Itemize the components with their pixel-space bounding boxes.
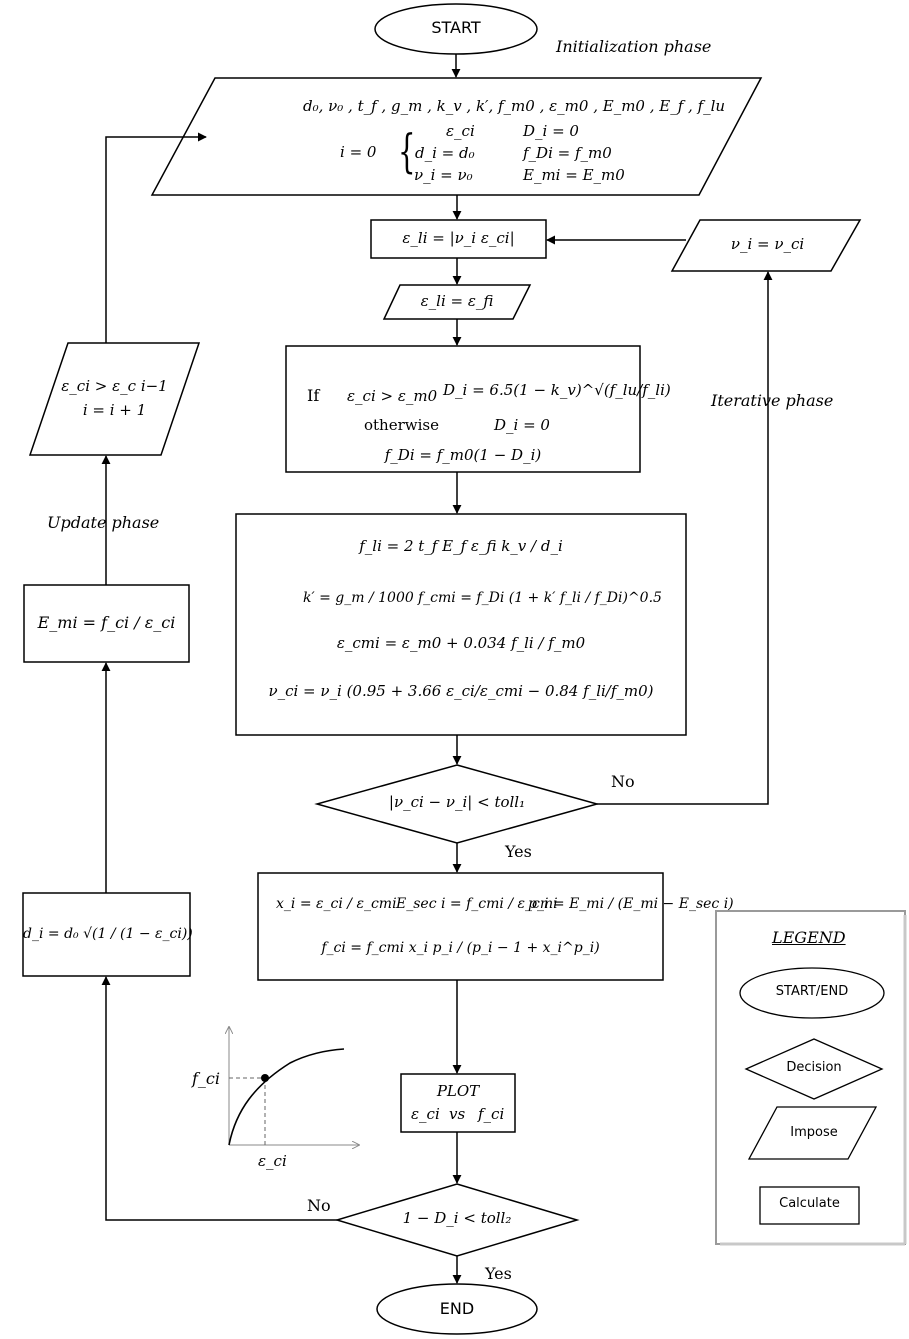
conf-kprime: k′ = g_m / 1000 <box>303 590 414 606</box>
update-phase-label: Update phase <box>47 513 160 532</box>
init-i-eq: i = 0 <box>340 143 377 161</box>
confinement-box <box>235 513 687 736</box>
init-c2-1: f_Di = f_m0 <box>523 144 612 162</box>
arrow-decision1-no-loop <box>597 271 773 805</box>
damage-formula: D_i = 6.5(1 − k_v)^√(f_lu/f_li) <box>443 381 671 399</box>
damage-cond: ε_ci > ε_m0 <box>347 387 438 405</box>
init-brace: { <box>398 124 416 178</box>
stress-fci: f_ci = f_cmi x_i p_i / (p_i − 1 + x_i^p_… <box>321 940 600 956</box>
eps-li-impose-text: ε_li = ε_fi <box>420 292 494 310</box>
damage-box <box>285 345 641 473</box>
decision1-no: No <box>611 772 635 791</box>
update-line2: i = i + 1 <box>82 401 147 419</box>
mini-plot <box>229 1027 359 1145</box>
init-c1-0: ε_ci <box>446 122 475 140</box>
plot-f: f_ci <box>478 1105 505 1123</box>
legend-title: LEGEND <box>772 928 846 947</box>
legend-diamond <box>744 1038 884 1100</box>
legend-decision: Decision <box>786 1060 842 1075</box>
decision1-yes: Yes <box>505 842 532 861</box>
stress-pi: p_i = E_mi / (E_mi − E_sec i) <box>528 896 734 912</box>
emi-text: E_mi = f_ci / ε_ci <box>37 613 176 632</box>
arrow-decision2-no-loop <box>101 976 337 1221</box>
di-box <box>22 892 191 977</box>
nu-impose-text: ν_i = ν_ci <box>730 235 805 253</box>
init-parallelogram <box>150 77 763 196</box>
legend-calculate: Calculate <box>779 1196 840 1211</box>
legend-parallelogram <box>747 1106 878 1160</box>
damage-otherwise: otherwise <box>364 416 439 434</box>
plot-eps: ε_ci <box>411 1105 440 1123</box>
init-c2-2: E_mi = E_m0 <box>523 166 625 184</box>
initialization-phase-label: Initialization phase <box>556 37 712 56</box>
init-line1: d₀, ν₀ , t_f , g_m , k_v , k′, f_m0 , ε_… <box>303 97 726 115</box>
end-label: END <box>439 1299 475 1318</box>
conf-fcmi: f_cmi = f_Di (1 + k′ f_li / f_Di)^0.5 <box>418 590 662 606</box>
damage-zero: D_i = 0 <box>494 416 550 434</box>
damage-if: If <box>307 386 320 405</box>
decision2-text: 1 − D_i < toll₂ <box>402 1209 512 1227</box>
plot-title: PLOT <box>436 1082 480 1100</box>
nu-impose-parallelogram <box>670 219 862 272</box>
plot-box <box>400 1073 516 1133</box>
emi-box <box>23 584 190 663</box>
end-ellipse <box>376 1283 538 1335</box>
legend-ellipse <box>739 967 885 1019</box>
stress-box <box>257 872 664 981</box>
init-c1-2: ν_i = ν₀ <box>414 166 473 184</box>
conf-ecmi: ε_cmi = ε_m0 + 0.034 f_li / f_m0 <box>336 634 586 652</box>
iterative-phase-label: Iterative phase <box>711 391 834 410</box>
stress-xi: x_i = ε_ci / ε_cmi <box>276 896 397 912</box>
eps-li-calc-text: ε_li = |ν_i ε_ci| <box>402 229 515 247</box>
damage-fdi: f_Di = f_m0(1 − D_i) <box>384 446 542 464</box>
legend-start-end: START/END <box>775 984 849 999</box>
eps-li-calc-box <box>370 219 547 259</box>
conf-fli: f_li = 2 t_f E_f ε_fi k_v / d_i <box>359 537 563 555</box>
update-impose-parallelogram <box>28 342 201 456</box>
di-text: d_i = d₀ √(1 / (1 − ε_ci)) <box>23 926 193 942</box>
start-label: START <box>431 18 481 37</box>
legend-rect <box>759 1186 860 1225</box>
update-line1: ε_ci > ε_c i−1 <box>61 377 168 395</box>
eps-li-impose-parallelogram <box>382 284 532 320</box>
stress-esec: E_sec i = f_cmi / ε_cmi <box>396 896 558 912</box>
decision1-text: |ν_ci − ν_i| < toll₁ <box>388 793 526 811</box>
init-c1-1: d_i = d₀ <box>415 144 475 162</box>
init-c2-0: D_i = 0 <box>523 122 579 140</box>
plot-vs: vs <box>449 1105 466 1123</box>
mini-plot-xlabel: ε_ci <box>258 1152 287 1170</box>
arrow-update-init <box>105 132 207 343</box>
decision2-yes: Yes <box>485 1264 512 1283</box>
legend-impose: Impose <box>790 1125 838 1140</box>
mini-plot-ylabel: f_ci <box>192 1069 220 1088</box>
decision2-no: No <box>307 1196 331 1215</box>
conf-nuci: ν_ci = ν_i (0.95 + 3.66 ε_ci/ε_cmi − 0.8… <box>268 682 654 700</box>
